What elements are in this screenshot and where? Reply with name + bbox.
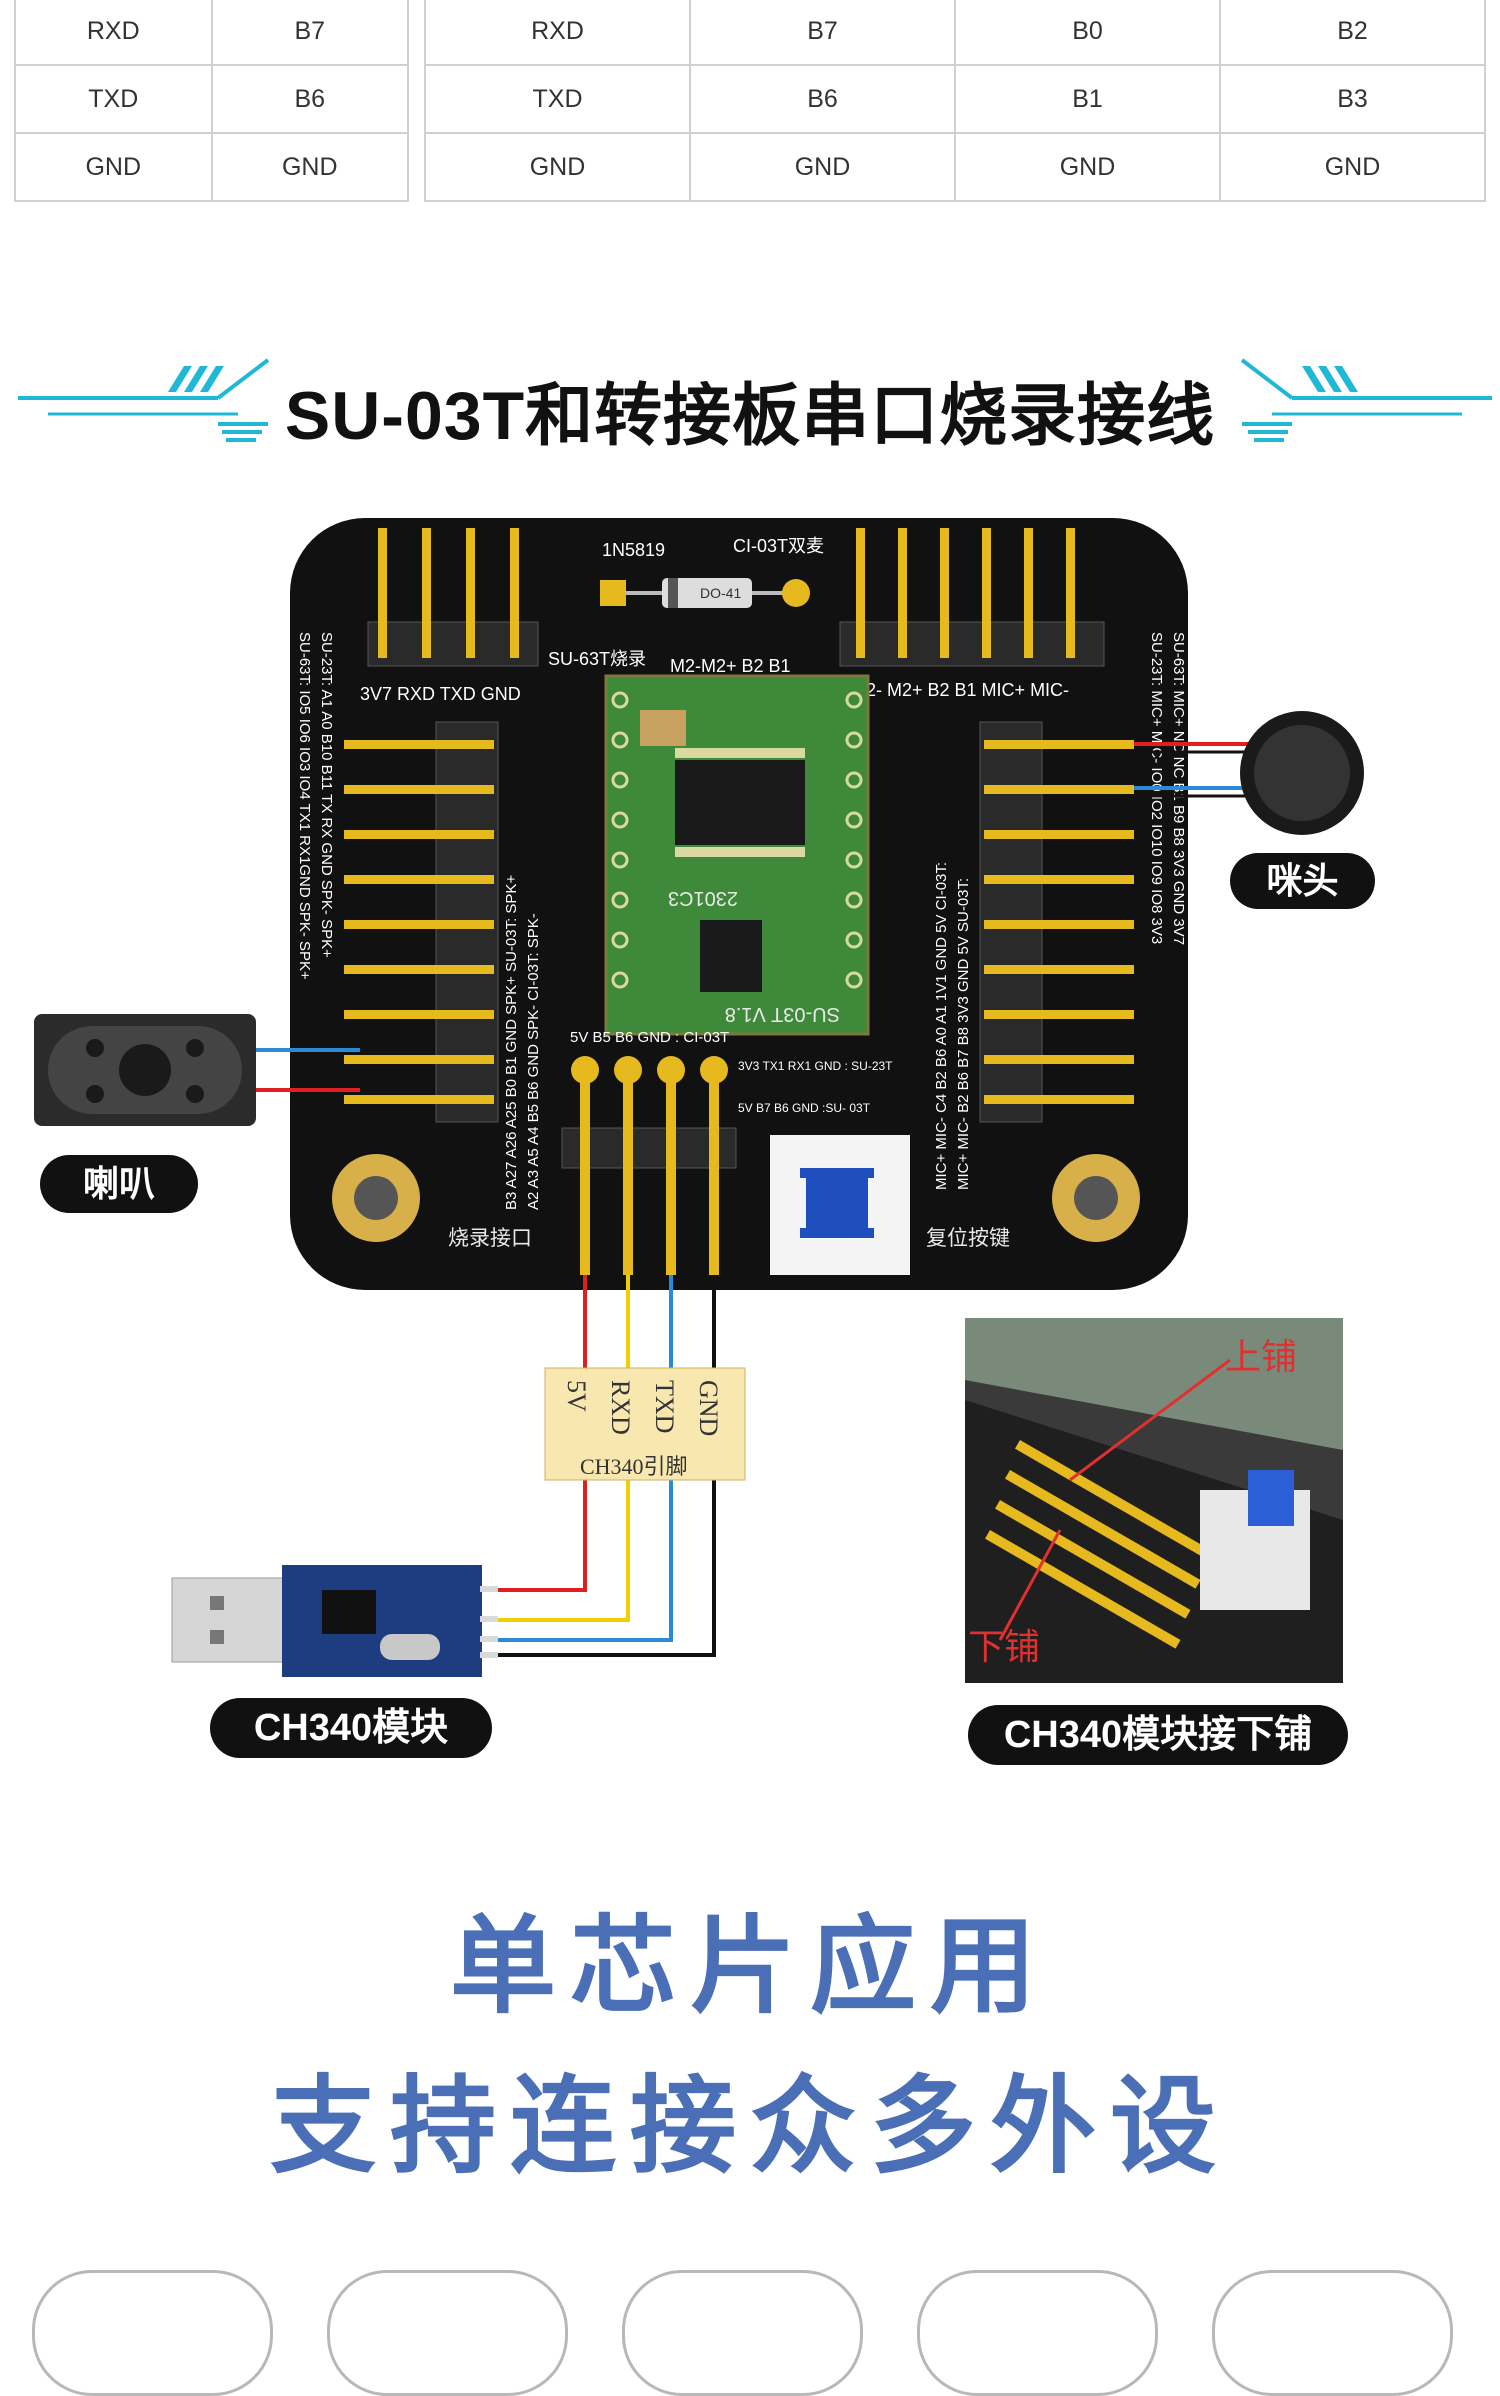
ch340-module-label: CH340模块 [210, 1698, 492, 1758]
table-cell: GND [689, 132, 956, 202]
top-module-pins: M2-M2+ B2 B1 [670, 656, 791, 676]
table-row: RXD B7 B0 B2 [424, 0, 1486, 66]
table-row: TXD B6 B1 B3 [424, 64, 1486, 134]
ch340-pin-5v: 5V [562, 1380, 591, 1412]
table-cell: B1 [954, 64, 1221, 134]
table-cell: GND [14, 132, 213, 202]
table-cell: B2 [1219, 0, 1486, 66]
ch340-usb-module [171, 1565, 498, 1677]
left-pin-header [344, 721, 499, 1123]
mounting-hole [1052, 1154, 1140, 1242]
top-left-header-label: 3V7 RXD TXD GND [360, 684, 521, 704]
right-pin-header [979, 721, 1134, 1123]
table-cell: B0 [954, 0, 1221, 66]
table-cell: B7 [210, 0, 409, 66]
peripheral-thumbnail [917, 2270, 1158, 2396]
ci03t-label: CI-03T双麦 [733, 536, 824, 556]
table-row: RXD B7 [14, 0, 409, 66]
table-row: GND GND GND GND [424, 132, 1486, 202]
ch340-pin-rxd: RXD [606, 1380, 635, 1435]
left-inner-labels-2: A2 A3 A5 A4 B5 B6 GND SPK- CI-03T: SPK- [525, 913, 542, 1210]
ch340-pin-txd: TXD [650, 1380, 679, 1433]
left-inner-labels: B3 A27 A26 A25 B0 B1 GND SPK+ SU-03T: SP… [503, 875, 520, 1210]
header-decoration-left [18, 358, 270, 442]
bottom-pins-label: 5V B5 B6 GND : CI-03T [570, 1029, 729, 1046]
wiring-diagram: DO-41 1N5819 CI-03T双麦 SU-63T烧录 3V7 RXD T… [34, 518, 1364, 1683]
headline-single-chip: 单芯片应用 [450, 1908, 1050, 2026]
ch340-pin-caption: CH340引脚 [580, 1454, 688, 1479]
mic-label: 咪头 [1230, 853, 1375, 909]
table-cell: TXD [14, 64, 213, 134]
ch340-pin-note: 5V RXD TXD GND CH340引脚 [544, 1367, 746, 1481]
table-row: TXD B6 [14, 64, 409, 134]
upper-row-annotation: 上铺 [1225, 1336, 1298, 1377]
peripheral-thumbnail [32, 2270, 273, 2396]
ch340-pin-gnd: GND [694, 1380, 723, 1436]
diode-code: DO-41 [700, 585, 741, 601]
table-cell: B6 [210, 64, 409, 134]
peripheral-thumbnail [622, 2270, 863, 2396]
speaker-label: 喇叭 [40, 1155, 198, 1213]
table-cell: B7 [689, 0, 956, 66]
pin-table-left: RXD B7 TXD B6 GND GND [14, 0, 409, 202]
pin-table-right: RXD B7 B0 B2 TXD B6 B1 B3 GND GND GND GN… [424, 0, 1486, 202]
top-left-header [367, 528, 539, 667]
reset-button-label: 复位按键 [926, 1226, 1010, 1250]
top-right-header [839, 528, 1105, 667]
top-right-header-label: 2- M2+ B2 B1 MIC+ MIC- [866, 680, 1069, 700]
su63t-burn-label: SU-63T烧录 [548, 649, 646, 669]
table-cell: RXD [14, 0, 213, 66]
diode-1n5819: DO-41 [600, 578, 810, 608]
speaker [34, 1014, 360, 1126]
peripheral-thumbnail [1212, 2270, 1453, 2396]
bottom-line-2: 5V B7 B6 GND :SU- 03T [738, 1101, 871, 1115]
table-cell: GND [1219, 132, 1486, 202]
diode-label: 1N5819 [602, 540, 665, 560]
table-cell: B6 [689, 64, 956, 134]
left-outer-labels-2: SU-23T: A1 A0 B10 B11 TX RX GND SPK- SPK… [318, 632, 335, 958]
su03t-module: 2301C3 SU-03T V1.8 [604, 674, 870, 1036]
left-outer-labels: SU-63T: IO5 IO6 IO3 IO4 TX1 RX1GND SPK- … [296, 632, 313, 980]
table-cell: GND [954, 132, 1221, 202]
ch340-lower-row-photo [965, 1318, 1343, 1683]
header-decoration-right [1240, 358, 1492, 442]
table-cell: RXD [424, 0, 691, 66]
table-cell: GND [210, 132, 409, 202]
table-row: GND GND [14, 132, 409, 202]
section-title: SU-03T和转接板串口烧录接线 [284, 378, 1216, 454]
table-cell: B3 [1219, 64, 1486, 134]
module-marking: SU-03T V1.8 [725, 1003, 840, 1025]
mounting-hole [332, 1154, 420, 1242]
peripheral-thumbnail [327, 2270, 568, 2396]
headline-peripherals: 支持连接众多外设 [270, 2068, 1230, 2186]
microphone [1134, 711, 1364, 835]
table-cell: GND [424, 132, 691, 202]
ch340-lower-row-label: CH340模块接下铺 [968, 1705, 1348, 1765]
table-cell: TXD [424, 64, 691, 134]
burn-header: 5V B5 B6 GND : CI-03T 3V3 TX1 RX1 GND : … [561, 1029, 893, 1275]
module-chip: 2301C3 [668, 887, 738, 909]
bottom-line-1: 3V3 TX1 RX1 GND : SU-23T [738, 1059, 893, 1073]
right-inner-labels-2: MIC+ MIC- B2 B6 B7 B8 3V3 GND 5V SU-03T: [955, 878, 972, 1190]
burn-port-label: 烧录接口 [448, 1226, 532, 1250]
right-inner-labels: MIC+ MIC- C4 B2 B6 A0 A1 1V1 GND 5V CI-0… [933, 862, 950, 1190]
reset-button [770, 1135, 910, 1275]
lower-row-annotation: 下铺 [968, 1626, 1041, 1667]
